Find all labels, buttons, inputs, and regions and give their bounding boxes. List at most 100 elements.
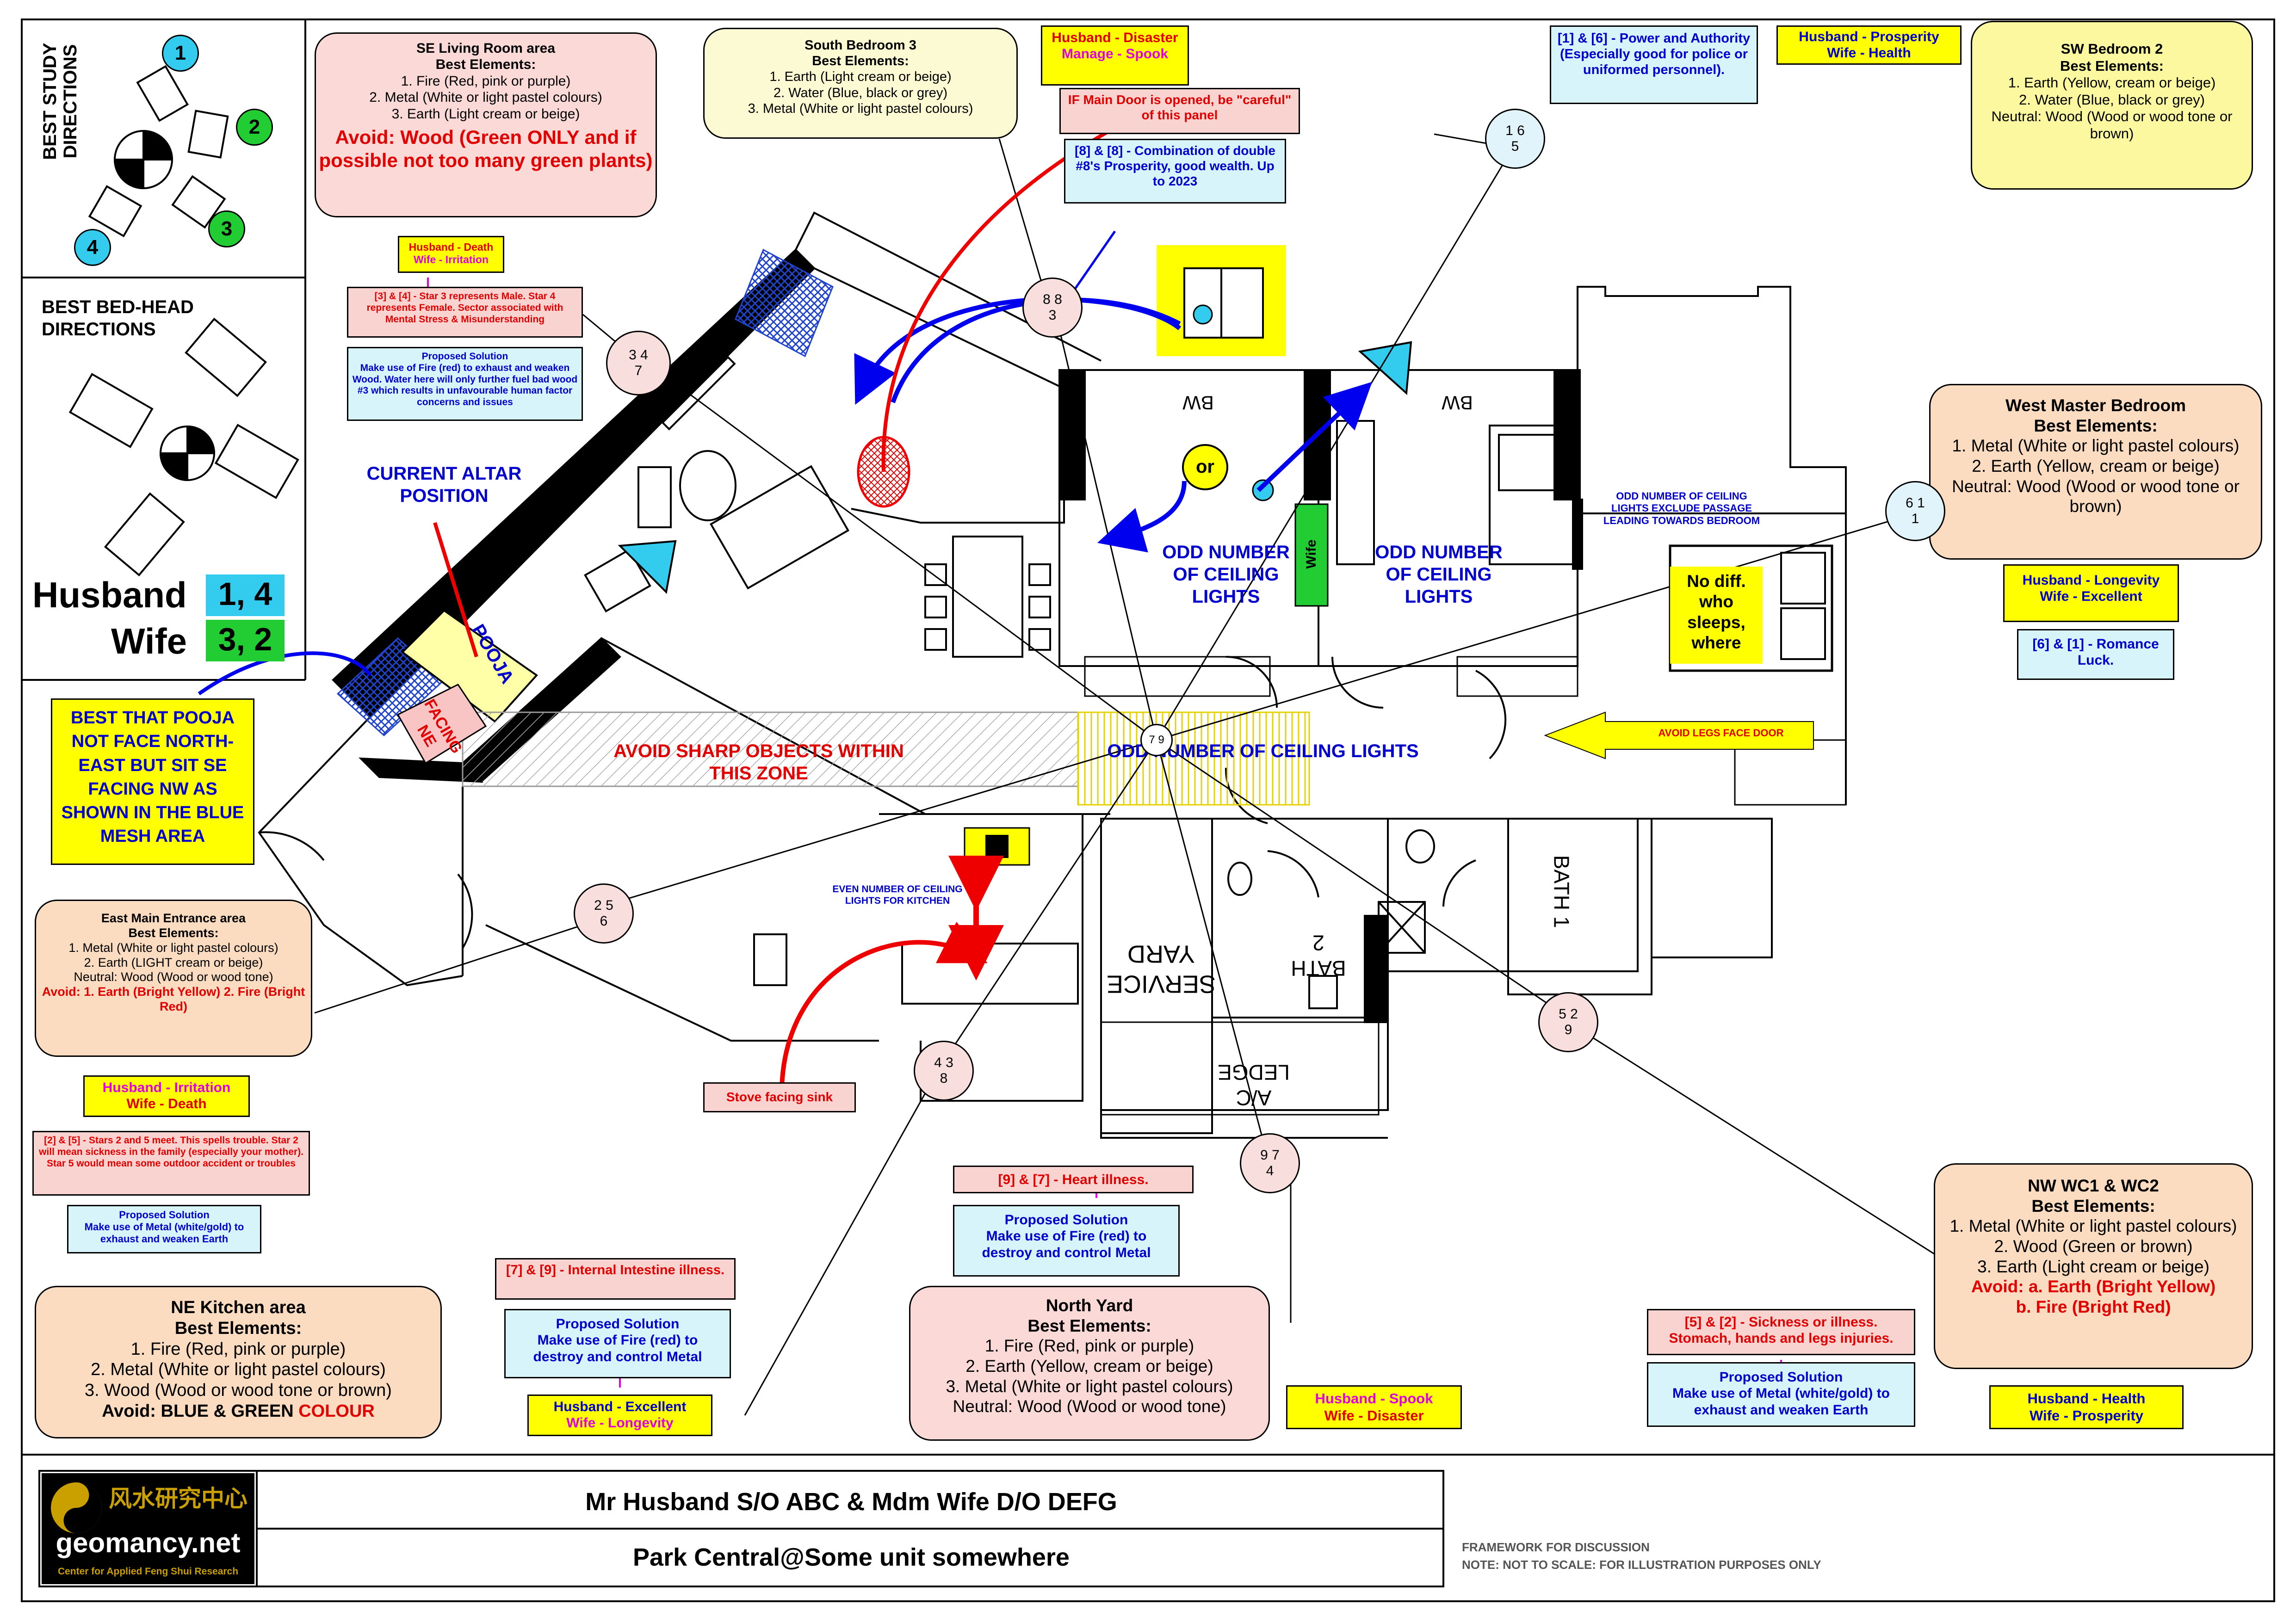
west-master-card: West Master Bedroom Best Elements: 1. Me… xyxy=(1929,384,2262,560)
logo-name: geomancy.net xyxy=(56,1527,241,1558)
west-master-l3: Neutral: Wood (Wood or wood tone or brow… xyxy=(1952,476,2240,516)
se-living-avoid: Avoid: Wood (Green ONLY and if possible … xyxy=(319,126,653,171)
current-altar-label: CURRENT ALTAR POSITION xyxy=(366,463,522,506)
ee-hw-tag: Husband - Irritation Wife - Death xyxy=(83,1075,250,1117)
ee-solution-title: Proposed Solution xyxy=(119,1209,210,1221)
se-living-l1: 1. Fire (Red, pink or purple) xyxy=(401,73,571,89)
star-347-top: 3 4 xyxy=(629,347,648,363)
study-4-badge: 4 xyxy=(74,229,111,266)
nw-solution: Proposed Solution Make use of Metal (whi… xyxy=(1647,1362,1915,1427)
ny-title: North Yard xyxy=(1046,1296,1133,1315)
star-347-bot: 7 xyxy=(634,363,643,378)
framework-note: FRAMEWORK FOR DISCUSSION xyxy=(1462,1540,1650,1554)
se-solution: Proposed Solution Make use of Fire (red)… xyxy=(347,347,583,421)
north-yard-card: North Yard Best Elements: 1. Fire (Red, … xyxy=(909,1286,1270,1441)
ne-solution: Proposed Solution Make use of Fire (red)… xyxy=(504,1309,731,1378)
nw-avoid2: b. Fire (Bright Red) xyxy=(2016,1297,2171,1316)
ee-avoid: Avoid: 1. Earth (Bright Yellow) 2. Fire … xyxy=(42,985,305,1014)
se-living-l2: 2. Metal (White or light pastel colours) xyxy=(369,90,602,105)
service-yard-label: SERVICE YARD xyxy=(1106,940,1216,998)
sw-bed2-sub: Best Elements: xyxy=(2060,57,2164,74)
wife-tag-label: Wife xyxy=(1304,539,1319,569)
drawing-frame xyxy=(21,19,2275,1602)
ne-kitchen-card: NE Kitchen area Best Elements: 1. Fire (… xyxy=(35,1286,442,1438)
se-solution-text: Make use of Fire (red) to exhaust and we… xyxy=(352,362,578,408)
se-hw-tag: Husband - Death Wife - Irritation xyxy=(398,236,504,273)
nw-sub: Best Elements: xyxy=(2031,1196,2155,1216)
pooja-note: BEST THAT POOJA NOT FACE NORTH-EAST BUT … xyxy=(51,698,254,865)
ny-l2: 2. Earth (Yellow, cream or beige) xyxy=(965,1356,1213,1376)
star16-note: [1] & [6] - Power and Authority (Especia… xyxy=(1550,25,1758,104)
ny-solution-text: Make use of Fire (red) to destroy and co… xyxy=(982,1228,1151,1260)
west-master-sub: Best Elements: xyxy=(2034,416,2158,435)
ne-solution-text: Make use of Fire (red) to destroy and co… xyxy=(533,1333,702,1364)
romance-note: [6] & [1] - Romance Luck. xyxy=(2017,629,2174,680)
odd-lights-bed2: ODD NUMBER OF CEILING LIGHTS xyxy=(1375,542,1503,607)
study-1-badge: 1 xyxy=(162,35,199,72)
ne-solution-title: Proposed Solution xyxy=(556,1316,680,1332)
odd-lights-exclude: ODD NUMBER OF CEILING LIGHTS EXCLUDE PAS… xyxy=(1603,490,1760,526)
star-438-bot: 8 xyxy=(940,1071,948,1086)
logo-sub: Center for Applied Feng Shui Research xyxy=(57,1566,239,1577)
star88-note: [8] & [8] - Combination of double #8's P… xyxy=(1064,139,1286,204)
sw-hw-tag: Husband - Prosperity Wife - Health xyxy=(1776,25,1962,65)
sw-bed2-l2: 2. Water (Blue, black or grey) xyxy=(2019,91,2205,108)
nw-hw-w: Wife - Prosperity xyxy=(2029,1407,2144,1424)
south-bed3-card: South Bedroom 3 Best Elements: 1. Earth … xyxy=(703,28,1018,139)
se-living-sub: Best Elements: xyxy=(435,57,536,73)
wife-numbers: 3, 2 xyxy=(206,620,285,661)
star-883-bot: 3 xyxy=(1048,308,1057,323)
ny-hw-h: Husband - Spook xyxy=(1315,1390,1433,1407)
ny-hw-w: Wife - Disaster xyxy=(1324,1407,1424,1424)
wife-label: Wife xyxy=(111,621,187,661)
west-master-title: West Master Bedroom xyxy=(2005,396,2186,415)
star-165-bot: 5 xyxy=(1511,139,1519,154)
odd-lights-bed3: ODD NUMBER OF CEILING LIGHTS xyxy=(1162,542,1290,607)
study-title: BEST STUDY DIRECTIONS xyxy=(40,43,80,160)
nw-l3: 3. Earth (Light cream or beige) xyxy=(1977,1257,2209,1276)
sb3-l1: 1. Earth (Light cream or beige) xyxy=(769,69,952,85)
ac-ledge-label: A/C LEDGE xyxy=(1218,1060,1290,1110)
sw-bed2-title: SW Bedroom 2 xyxy=(2061,41,2163,57)
scale-note: NOTE: NOT TO SCALE: FOR ILLUSTRATION PUR… xyxy=(1462,1558,1821,1572)
star52-note: [5] & [2] - Sickness or illness. Stomach… xyxy=(1647,1309,1915,1355)
stove-note: Stove facing sink xyxy=(703,1082,856,1112)
star-974-bot: 4 xyxy=(1266,1163,1274,1179)
star25-note: [2] & [5] - Stars 2 and 5 meet. This spe… xyxy=(32,1131,310,1196)
ee-l2: 2. Earth (LIGHT cream or beige) xyxy=(84,955,263,969)
se-hw-h: Husband - Death xyxy=(408,241,494,253)
sb3-l3: 3. Metal (White or light pastel colours) xyxy=(748,101,973,116)
sw-hw-h: Husband - Prosperity xyxy=(1799,29,1939,44)
even-lights-kitchen: EVEN NUMBER OF CEILING LIGHTS FOR KITCHE… xyxy=(832,884,963,907)
center-point: 7 9 xyxy=(1140,724,1173,756)
ny-solution-title: Proposed Solution xyxy=(1004,1212,1128,1228)
bedhead-diagram xyxy=(68,317,299,577)
or-label: or xyxy=(1196,457,1214,477)
ny-sub: Best Elements: xyxy=(1027,1316,1151,1335)
wm-hw-h: Husband - Longevity xyxy=(2022,573,2160,588)
sw-hw-w: Wife - Health xyxy=(1827,45,1911,61)
ny-hw-tag: Husband - Spook Wife - Disaster xyxy=(1286,1385,1462,1429)
sw-bed2-card: SW Bedroom 2 Best Elements: 1. Earth (Ye… xyxy=(1971,21,2253,190)
sb3-hw-tag: Husband - Disaster Manage - Spook xyxy=(1041,25,1189,86)
ee-sub: Best Elements: xyxy=(128,926,219,940)
logo-cn: 风水研究中心 xyxy=(109,1486,248,1512)
nw-l1: 1. Metal (White or light pastel colours) xyxy=(1949,1216,2237,1236)
ne-sub: Best Elements: xyxy=(174,1318,302,1338)
se-solution-title: Proposed Solution xyxy=(421,351,508,362)
nw-hw-h: Husband - Health xyxy=(2027,1390,2146,1407)
ee-solution: Proposed Solution Make use of Metal (whi… xyxy=(67,1205,261,1253)
star-165-top: 1 6 xyxy=(1505,123,1525,138)
ne-hw-w: Wife - Longevity xyxy=(566,1415,674,1431)
ne-l3: 3. Wood (Wood or wood tone or brown) xyxy=(85,1381,392,1401)
bw-label-left: BW xyxy=(1182,392,1214,414)
west-master-l1: 1. Metal (White or light pastel colours) xyxy=(1952,436,2240,456)
sb3-l2: 2. Water (Blue, black or grey) xyxy=(773,85,948,100)
wm-hw-tag: Husband - Longevity Wife - Excellent xyxy=(2003,564,2179,622)
ny-l3: 3. Metal (White or light pastel colours) xyxy=(946,1376,1233,1396)
